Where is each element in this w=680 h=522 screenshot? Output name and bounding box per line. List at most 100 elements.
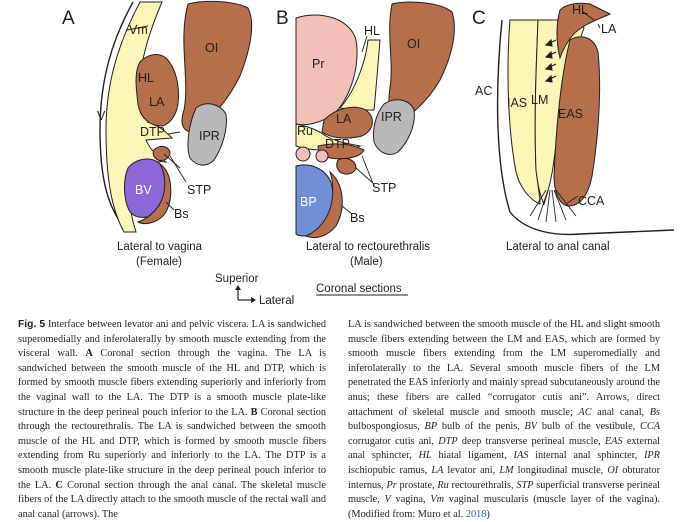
caption-right-text: bulbospongiosus, (348, 421, 425, 433)
caption-abbreviation: HL (418, 450, 432, 462)
anatomy-figure: A Vm OI HL V LA DTP IPR BV STP Bs Latera… (62, 0, 675, 307)
caption-fig-label: Fig. 5 (18, 319, 46, 330)
caption-right-text: hiatal ligament, (431, 450, 514, 462)
caption-right-column: LA is sandwiched between the smooth musc… (348, 318, 660, 522)
caption-right-text: vagina, (390, 494, 431, 506)
label-dtp-a: DTP (140, 125, 165, 139)
label-bs-a: Bs (174, 207, 189, 221)
caption-right-text: internal anal sphincter, (528, 450, 644, 462)
label-lm: LM (531, 93, 548, 107)
stp-shape-a (152, 145, 171, 161)
caption-left-text-2: Coronal section through the vagina. The … (18, 348, 326, 418)
label-oi-a: OI (205, 41, 218, 55)
caption-left-text-4: Coronal section through the rectourethra… (18, 406, 326, 491)
levator-ani-shape (135, 54, 179, 127)
label-ias: IAS (507, 96, 527, 110)
caption-abbreviation: Pr (386, 479, 397, 491)
ischiopubic-ramus-shape-b (373, 99, 415, 155)
orientation-key: Superior Lateral Coronal sections (215, 273, 408, 307)
label-hl-c: HL (572, 3, 588, 17)
caption-abbreviation: V (384, 494, 391, 506)
caption-abbreviation: BV (524, 421, 538, 433)
label-ac: AC (475, 84, 492, 98)
attachment-arrows (544, 38, 557, 83)
obturator-internus-shape-b (388, 1, 455, 125)
prostate-shape (295, 14, 358, 126)
ischiopubic-ramus-shape (187, 103, 227, 166)
caption-letter-b: B (250, 406, 258, 418)
label-la-b: LA (336, 112, 352, 126)
levator-ani-shape-c (556, 2, 612, 60)
anal-canal-outline (496, 19, 675, 236)
caption-right-text: deep transverse perineal muscle, (457, 435, 605, 447)
label-la-c: LA (601, 22, 617, 36)
panel-c-letter: C (472, 8, 486, 29)
label-eas: EAS (558, 107, 583, 121)
panel-a-letter: A (62, 8, 75, 29)
caption-right-text: levator ani, (443, 464, 500, 476)
caption-letter-c: C (55, 479, 63, 491)
caption-abbreviation: EAS (604, 435, 623, 447)
panel-b: B Pr HL OI LA IPR Ru DTP (276, 1, 455, 268)
vagina-outline (99, 1, 134, 233)
bulbospongiosus-shape (136, 162, 172, 225)
caption-right-text: rectourethralis, (448, 479, 517, 491)
panel-b-caption-line1: Lateral to rectourethralis (306, 241, 430, 253)
caption-reference-year-link[interactable]: 2018 (465, 508, 487, 520)
orientation-superior: Superior (215, 273, 259, 285)
caption-right-text: corrugator cutis ani, (348, 435, 439, 447)
levator-ani-shape-b (321, 106, 373, 139)
urethra-circle (295, 146, 311, 162)
caption-abbreviation: LA (431, 464, 444, 476)
caption-letter-a: A (85, 348, 93, 360)
label-ipr-b: IPR (381, 110, 402, 124)
panel-a: A Vm OI HL V LA DTP IPR BV STP Bs Latera… (62, 0, 253, 268)
caption-right-text: bulb of the vestibule, (537, 421, 640, 433)
caption-abbreviation: DTP (438, 435, 458, 447)
caption-right-text: prostate, (396, 479, 438, 491)
label-stp-a: STP (187, 183, 211, 197)
label-oi-b: OI (407, 37, 420, 51)
caption-right-text: ) (486, 508, 490, 520)
label-stp-b: STP (372, 181, 396, 195)
section-label: Coronal sections (316, 283, 402, 295)
small-structure-circle (315, 149, 329, 163)
panel-b-caption-line2: (Male) (350, 256, 383, 268)
label-bv: BV (135, 183, 152, 197)
caption-abbreviation: AC (578, 406, 592, 418)
panel-a-caption-line2: (Female) (136, 256, 182, 268)
label-bs-b: Bs (350, 211, 365, 225)
label-ru: Ru (297, 124, 313, 138)
label-v: V (97, 109, 106, 123)
corrugator-cutis-ani-fibers (529, 189, 577, 223)
caption-abbreviation: Vm (430, 494, 445, 506)
panel-c: C HL LA AC (472, 2, 675, 253)
caption-abbreviation: OI (607, 464, 619, 476)
panel-b-letter: B (276, 8, 289, 29)
caption-abbreviation: IPR (643, 450, 660, 462)
caption-abbreviation: Bs (649, 406, 660, 418)
label-dtp-b: DTP (325, 137, 350, 151)
caption-left-column: Fig. 5 Interface between levator ani and… (18, 318, 326, 522)
label-la-a: LA (149, 95, 165, 109)
stp-shape-b (336, 157, 357, 175)
orientation-lateral: Lateral (259, 295, 294, 307)
caption-abbreviation: CCA (639, 421, 660, 433)
caption-right-text: external anal sphincter, (348, 435, 660, 462)
label-pr: Pr (312, 57, 325, 71)
caption-abbreviation: STP (516, 479, 534, 491)
caption-left-text-6: Coronal section through the anal canal. … (18, 479, 326, 520)
label-cca: CCA (578, 194, 605, 208)
label-vm: Vm (129, 23, 148, 37)
label-hl-a: HL (138, 71, 154, 85)
caption-abbreviation: Ru (437, 479, 449, 491)
panel-a-caption-line1: Lateral to vagina (117, 241, 203, 253)
caption-abbreviation: IAS (513, 450, 529, 462)
bulbospongiosus-shape-b (304, 170, 343, 239)
label-bp: BP (300, 195, 317, 209)
caption-right-text: ischiopubic ramus, (348, 464, 432, 476)
caption-right-text: LA is sandwiched between the smooth musc… (348, 319, 660, 418)
caption-right-text: longitudinal muscle, (513, 464, 608, 476)
caption-left-text-0: Interface between levator ani and pelvic… (18, 319, 326, 360)
caption-abbreviation: BP (424, 421, 438, 433)
